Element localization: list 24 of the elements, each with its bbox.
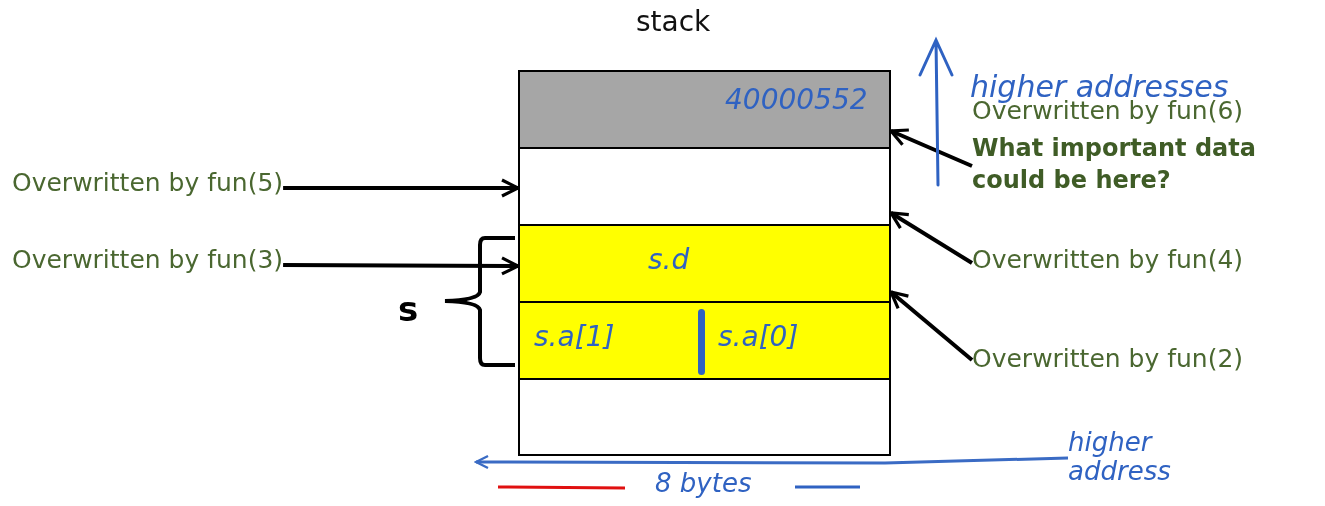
- handwritten-text: higher address: [1068, 428, 1172, 486]
- arrow: [474, 454, 1069, 470]
- arrow: [283, 178, 520, 198]
- annotation-text: Overwritten by fun(5): [12, 168, 284, 198]
- arrow: [889, 290, 974, 362]
- annotation-text: Overwritten by fun(4): [972, 245, 1244, 275]
- arrow: [889, 211, 974, 265]
- handwritten-text: s.d: [648, 246, 690, 274]
- annotation-text: Overwritten by fun(2): [972, 344, 1244, 374]
- stack-slot: [518, 378, 891, 456]
- handwritten-text: s.a[1]: [534, 323, 615, 351]
- stack-slot: [518, 224, 891, 303]
- handwritten-text: 40000552: [725, 86, 868, 114]
- diagram-title: stack: [636, 8, 711, 36]
- handwritten-label: 8 bytes: [655, 470, 752, 496]
- question-text: What important data could be here?: [972, 133, 1257, 197]
- stack-slot: [518, 147, 891, 226]
- variable-label: s: [398, 292, 419, 326]
- stack-slot: [518, 301, 891, 380]
- annotation-text: Overwritten by fun(3): [12, 245, 284, 275]
- stack-slot: [518, 70, 891, 149]
- arrow: [889, 128, 973, 168]
- handwritten-text: s.a[0]: [718, 323, 799, 351]
- arrow: [283, 256, 520, 276]
